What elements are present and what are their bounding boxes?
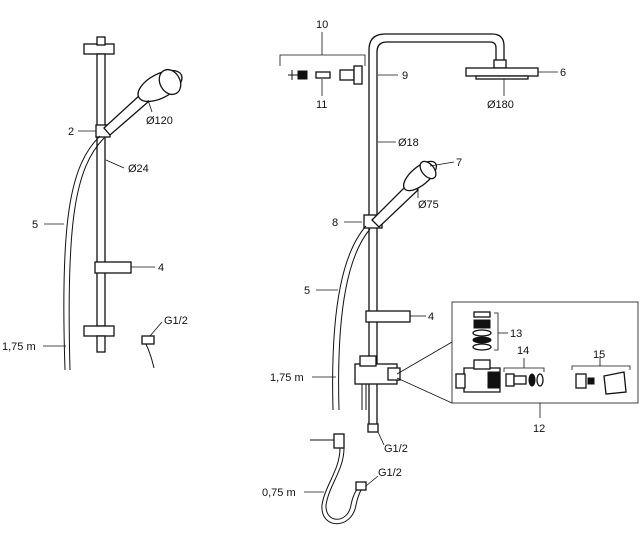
connector-hose [144,341,155,369]
label-left-callout-4: 4 [158,262,164,274]
handle-cap [575,373,587,389]
shower-rail [96,53,106,327]
label-left-callout-5: 5 [32,219,38,231]
seal-set-brace [494,312,499,351]
riser-pipe-outer [368,33,505,430]
label-column-hand-shower-diameter: Ø75 [418,199,439,211]
hose-inner [68,137,105,371]
label-callout-14: 14 [517,345,529,357]
column-soap-slider [365,310,411,323]
label-head-shower-diameter: Ø180 [487,99,514,111]
seal-insert [473,319,491,329]
label-callout-12: 12 [533,423,545,435]
handle-screw [587,377,595,385]
seal-ring-4 [472,343,492,351]
cartridge-ring [528,373,536,387]
cartridge-brace [503,367,545,372]
cartridge-body [513,375,527,385]
detail-diverter-port [487,371,501,389]
wall-plug [315,71,331,79]
detail-frame [451,301,639,404]
seal-ring-3 [472,336,492,344]
label-left-hose-length: 1,75 m [2,341,36,353]
label-left-callout-2: 2 [68,126,74,138]
bracket-set-brace [279,54,366,66]
riser-pipe-inner [376,41,497,430]
wall-elbow [333,433,345,449]
cartridge-stem [505,373,515,387]
shower-column [279,32,539,525]
left-leaders [43,99,163,347]
label-right-hose-length: 1,75 m [270,372,304,384]
label-callout-9: 9 [402,70,408,82]
label-short-hose-thread: G1/2 [378,467,402,479]
screw-head [297,70,308,80]
diverter-knob [359,355,377,367]
short-hose-outer [321,447,363,525]
right-leaders [304,71,558,493]
hose-outer [63,135,101,371]
connector-nut [141,335,155,345]
handle-lever [603,371,627,395]
column-hose-inner [338,228,371,411]
label-callout-10: 10 [316,19,328,31]
label-callout-6: 6 [560,67,566,79]
label-inlet-thread: G1/2 [384,443,408,455]
label-callout-7: 7 [456,157,462,169]
head-shower-face [475,75,529,80]
short-hose-inner [325,447,360,520]
cartridge-ring-2 [536,373,544,387]
label-callout-11: 11 [316,99,327,111]
label-left-rail-diameter: Ø24 [128,163,149,175]
label-right-callout-5: 5 [304,285,310,297]
short-hose-nut [355,481,367,491]
column-inlet-nut [367,423,379,433]
label-callout-15: 15 [593,349,605,361]
seal-ring-1 [473,311,491,318]
rail-set [63,36,183,371]
diverter-outlet [387,367,401,381]
handle-brace [571,365,631,370]
bottom-bracket [83,325,115,337]
detail-diverter-left-port [455,373,466,389]
top-bracket-screw-cap [96,36,106,46]
diverter-detail [451,301,639,418]
label-callout-13: 13 [510,328,522,340]
wall-bracket-block [339,69,355,81]
soap-dish-slider [94,261,132,274]
hand-shower-face [158,68,182,96]
label-short-hose-length: 0,75 m [262,487,296,499]
head-shower-plate [465,67,539,77]
diverter-hose-stub [361,384,367,410]
label-riser-diameter: Ø18 [398,137,419,149]
label-callout-8: 8 [332,217,338,229]
label-left-thread: G1/2 [164,315,188,327]
wall-bracket-flange [353,65,363,85]
label-right-callout-4: 4 [428,311,434,323]
detail-diverter-top [473,359,491,370]
head-shower-connector [493,59,507,69]
label-left-hand-shower-diameter: Ø120 [146,115,173,127]
hand-shower-handle [103,94,149,136]
bottom-bracket-cap [96,335,106,353]
column-hose-outer [332,225,367,411]
seal-ring-2 [472,329,492,337]
